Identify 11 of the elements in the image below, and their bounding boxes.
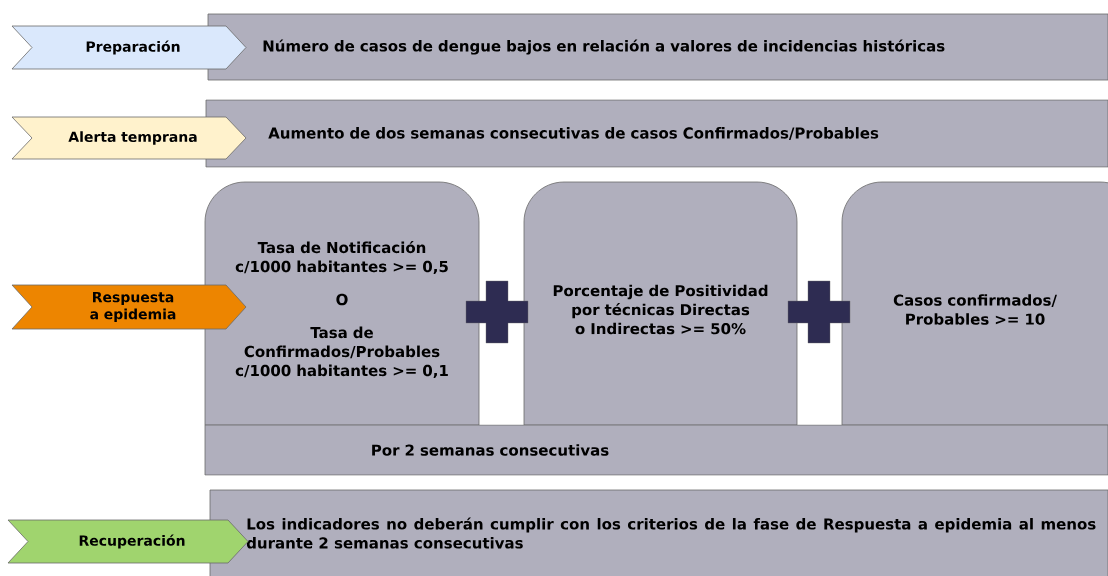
phase-chevron: Respuesta a epidemia [11,284,247,330]
criteria-card: Tasa de Notificación c/1000 habitantes >= 0,5 O Tasa de Confirmados/Probables c/1000 habitantes >= 0,1 [204,181,480,426]
criteria-box: Los indicadores no deberán cumplir con los criterios de la fase de Respuesta a epidemia al menos durante 2 semanas consecutivas [209,489,1108,576]
criteria-card: Casos confirmados/ Probables >= 10 [841,181,1108,426]
node-label: Casos confirmados/ Probables >= 10 [893,294,1057,325]
criteria-card: Porcentaje de Positividad por técnicas Directas o Indirectas >= 50% [523,181,798,426]
criteria-box: Número de casos de dengue bajos en relación a valores de incidencias históricas [207,13,1108,81]
phase-chevron: Preparación [11,25,247,70]
phase-chevron: Alerta temprana [11,116,247,160]
criteria-box: Aumento de dos semanas consecutivas de casos Confirmados/Probables [205,99,1108,168]
duration-bar: Por 2 semanas consecutivas [204,424,1108,476]
